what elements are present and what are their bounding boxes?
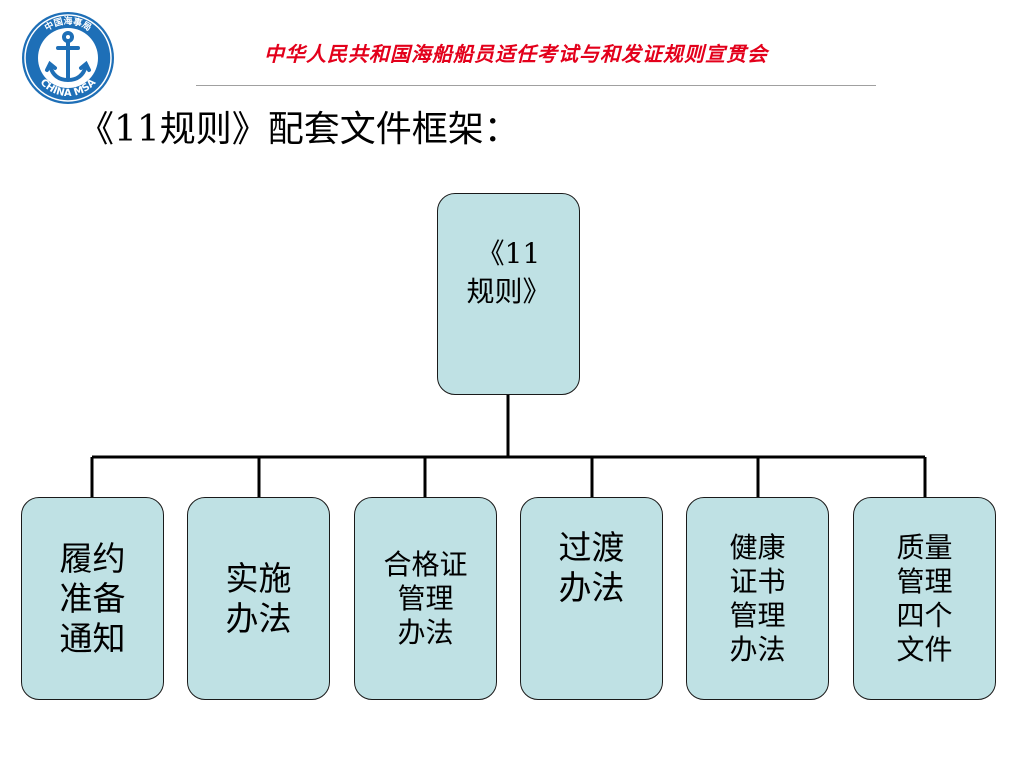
child-node-health-certificate: 健康 证书 管理 办法 [686,497,829,700]
svg-text:★: ★ [40,55,48,65]
child-node-implementation-measures: 实施 办法 [187,497,330,700]
child-node-label: 健康 证书 管理 办法 [729,530,786,666]
page-title: 《11规则》配套文件框架： [78,109,520,150]
china-msa-logo: 中国海事局 CHINA MSA ★ ★ [22,12,114,104]
child-node-label: 实施 办法 [225,558,292,638]
child-node-label: 合格证 管理 办法 [383,547,468,649]
anchor-icon [45,31,91,83]
svg-text:★: ★ [88,55,96,65]
root-node-label: 《11 规则》 [466,237,551,308]
child-node-certificate-management: 合格证 管理 办法 [354,497,497,700]
child-node-performance-notice: 履约 准备 通知 [21,497,164,700]
child-node-quality-management: 质量 管理 四个 文件 [853,497,996,700]
svg-text:中国海事局: 中国海事局 [42,15,93,34]
child-node-transition-measures: 过渡 办法 [520,497,663,700]
child-node-label: 质量 管理 四个 文件 [896,530,953,666]
logo-text-top: 中国海事局 [42,15,93,34]
header-title: 中华人民共和国海船船员适任考试与和发证规则宣贯会 [264,42,768,66]
header-divider [196,85,876,86]
child-node-label: 过渡 办法 [558,528,625,607]
child-node-label: 履约 准备 通知 [59,538,126,658]
root-node-11-rules: 《11 规则》 [437,193,580,395]
